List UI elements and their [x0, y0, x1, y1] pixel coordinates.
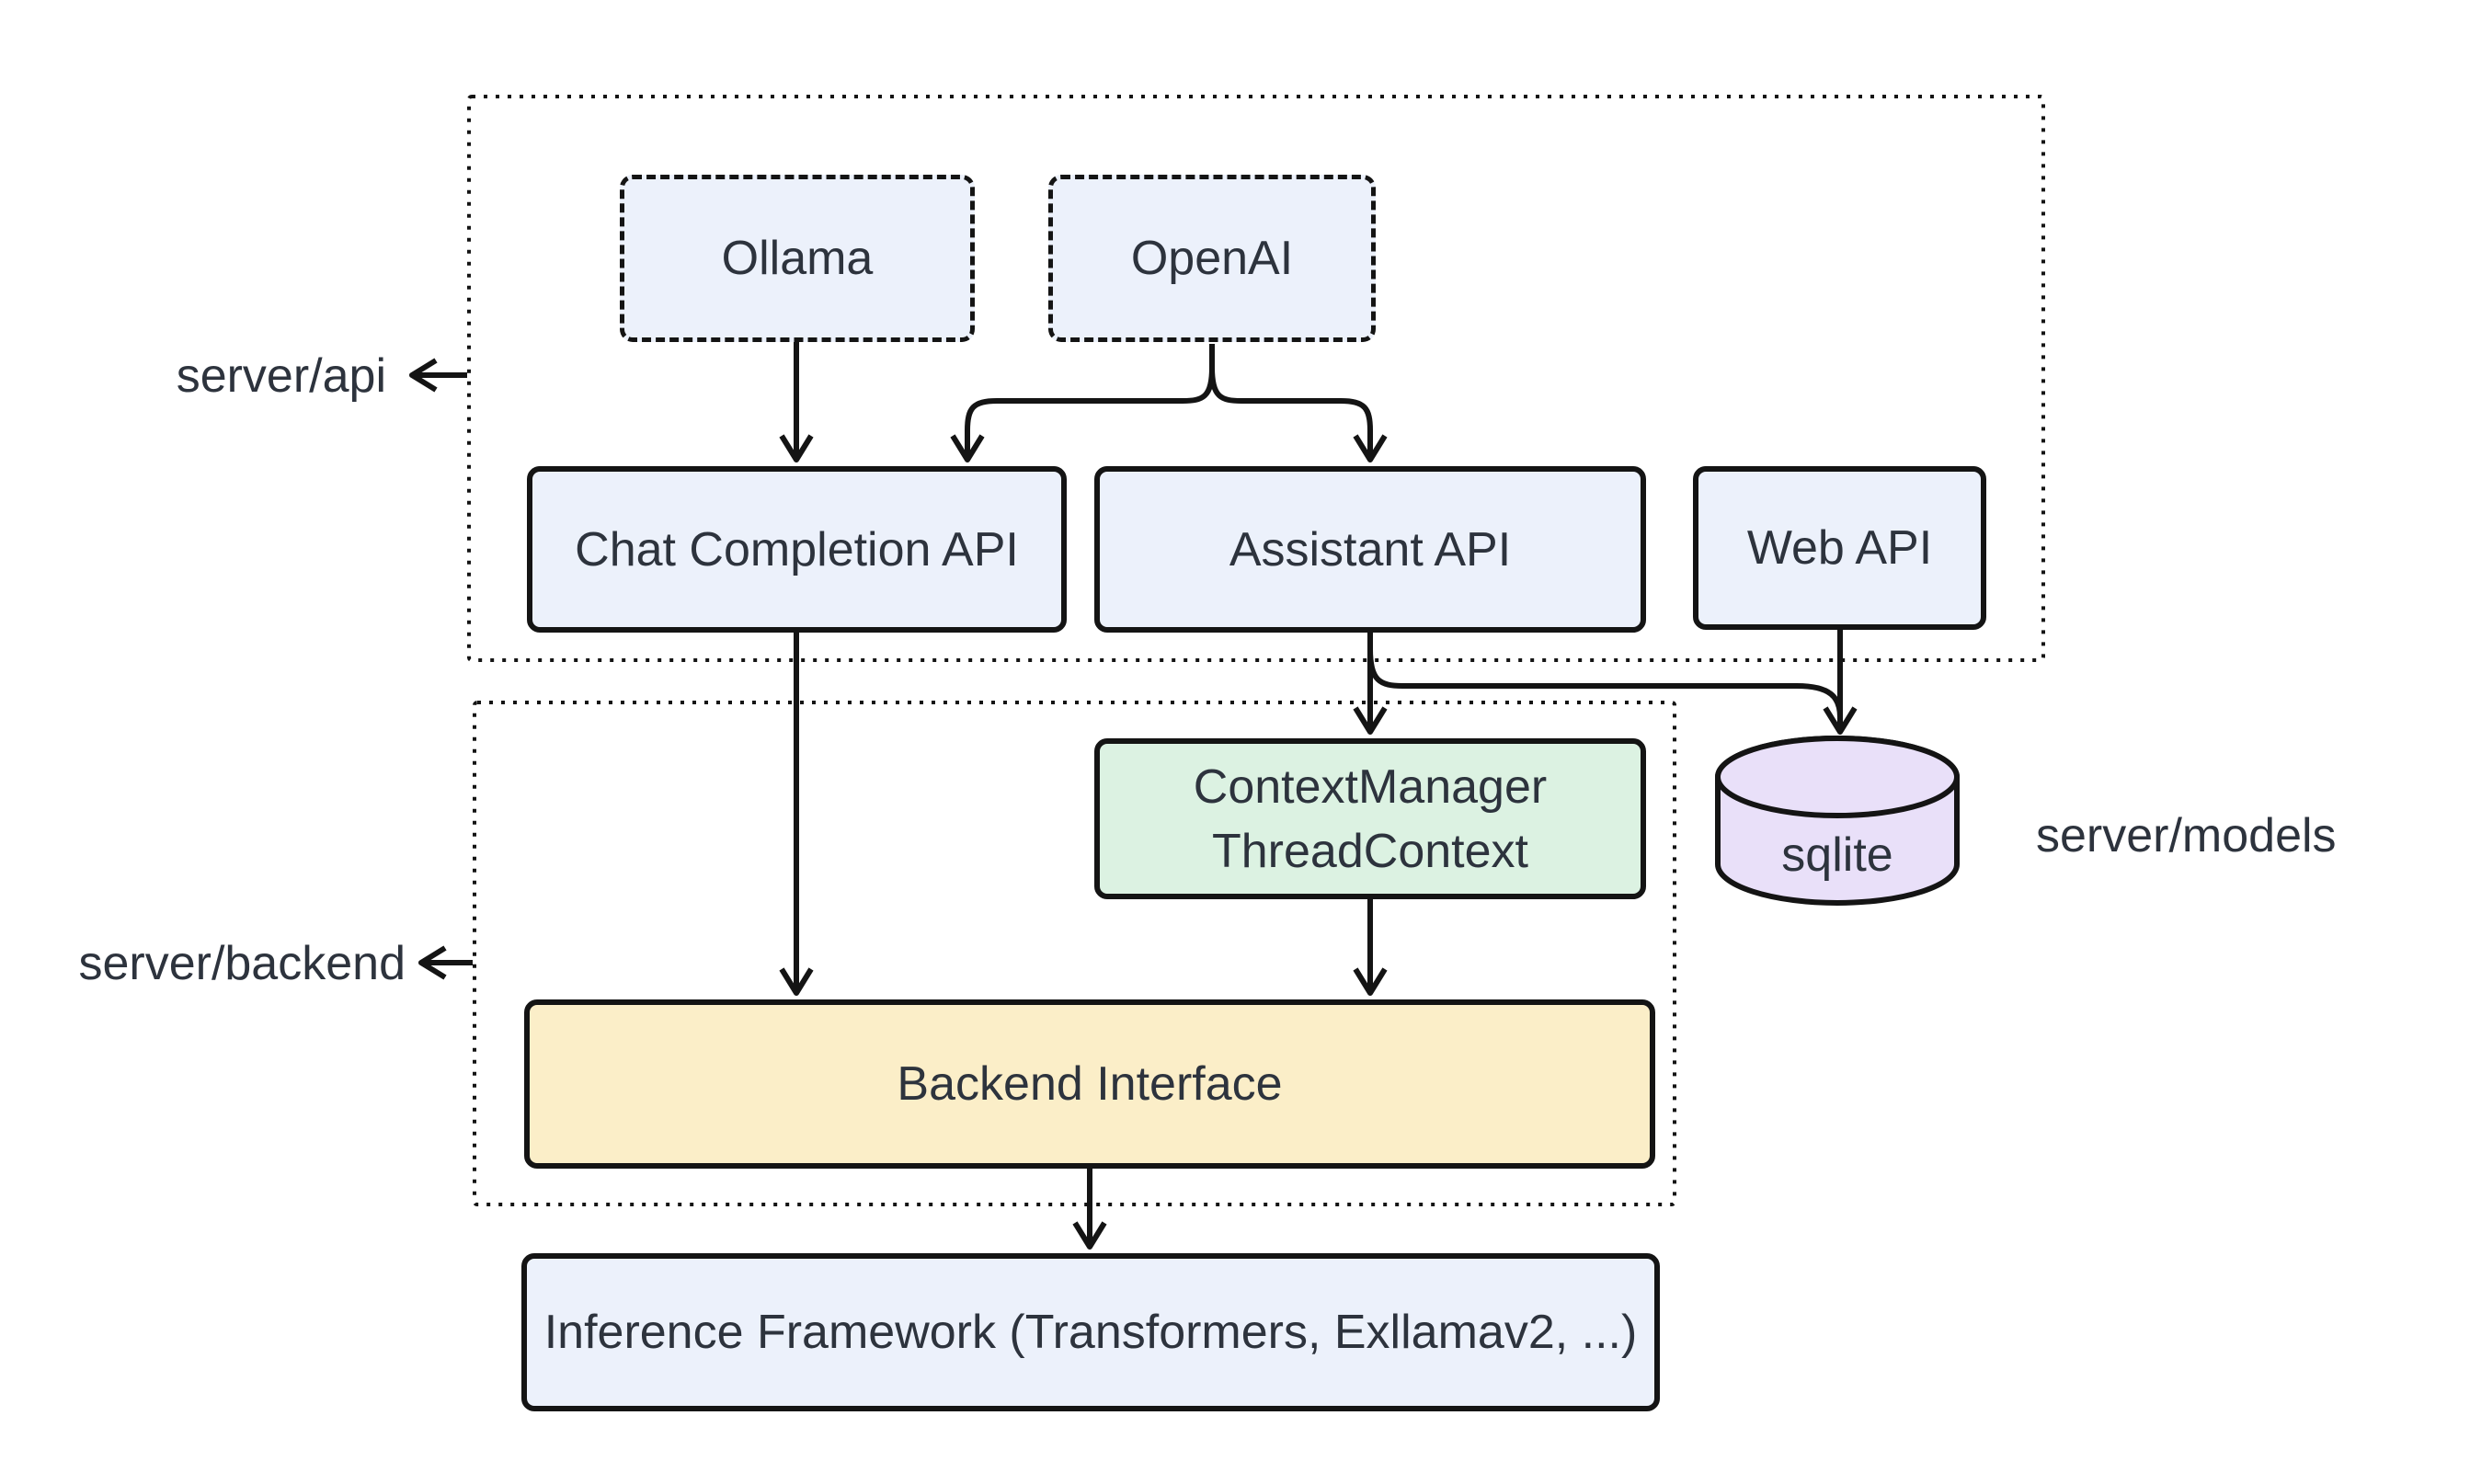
server-api-group-outline: [467, 95, 2045, 662]
context-manager-line2: ThreadContext: [1212, 824, 1528, 878]
context-manager-line1: ContextManager: [1193, 759, 1548, 814]
server-models-group-label: server/models: [2036, 809, 2337, 862]
server-backend-group-label: server/backend: [78, 937, 406, 990]
node-ollama-label: Ollama: [721, 232, 874, 285]
node-chat-completion-api-label: Chat Completion API: [575, 522, 1019, 576]
node-backend-interface-label: Backend Interface: [897, 1057, 1283, 1111]
node-chat-completion-api: Chat Completion API: [527, 466, 1067, 633]
node-sqlite-label: sqlite: [1781, 828, 1893, 882]
edge-openai-to-assistant: [1209, 344, 1388, 462]
node-web-api-label: Web API: [1746, 521, 1933, 575]
edge-openai-to-chat: [950, 344, 1215, 462]
server-api-group-label: server/api: [176, 349, 386, 403]
node-assistant-api: Assistant API: [1094, 466, 1646, 633]
node-openai: OpenAI: [1048, 175, 1376, 342]
node-assistant-api-label: Assistant API: [1229, 522, 1512, 576]
node-inference-framework-label: Inference Framework (Transformers, Exlla…: [543, 1306, 1638, 1359]
node-context-manager-label: ContextManager ThreadContext: [1194, 755, 1547, 884]
sqlite-cylinder-top: [1715, 736, 1960, 818]
node-openai-label: OpenAI: [1130, 232, 1294, 285]
node-backend-interface: Backend Interface: [524, 999, 1655, 1169]
sqlite-cylinder: [1715, 736, 1960, 906]
server-backend-group-outline: [473, 701, 1676, 1206]
node-context-manager: ContextManager ThreadContext: [1094, 738, 1646, 899]
node-inference-framework: Inference Framework (Transformers, Exlla…: [521, 1253, 1660, 1411]
node-web-api: Web API: [1693, 466, 1986, 630]
edge-assistant-to-sqlite-branch: [1367, 648, 1843, 718]
node-ollama: Ollama: [620, 175, 975, 342]
